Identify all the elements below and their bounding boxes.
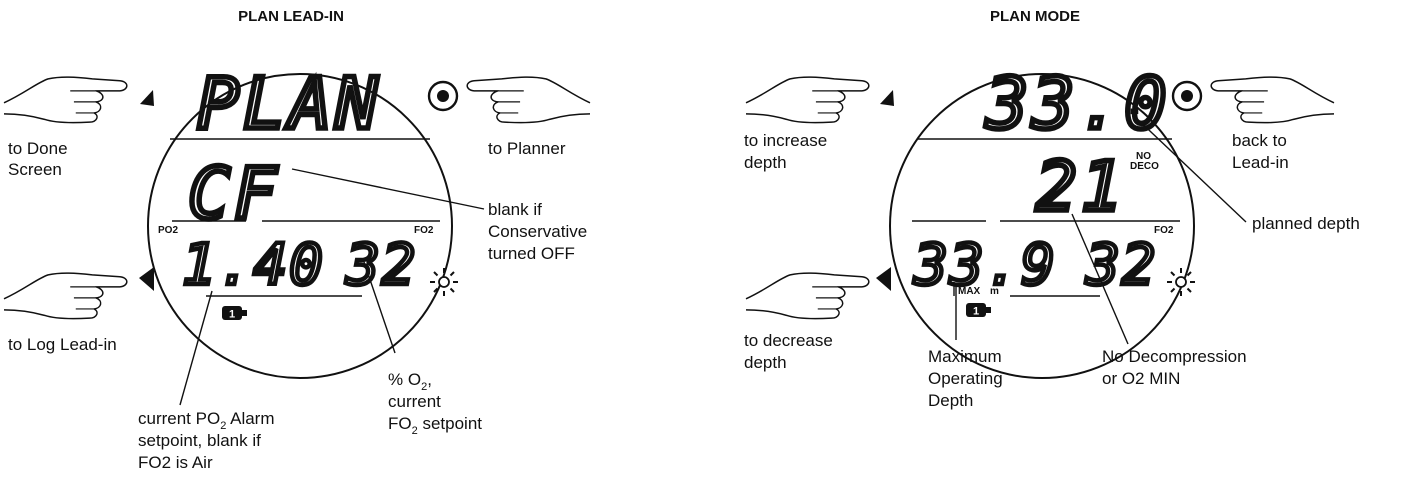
po2-tag: PO2 <box>158 225 178 236</box>
label-to-done-screen-2: Screen <box>8 160 62 179</box>
fo2-value: 32 <box>1085 233 1157 298</box>
planned-depth-unit: m <box>1130 106 1139 117</box>
plan-lead-in-panel: PLAN LEAD-IN PLAN CF PO2 1.40 32 FO2 to … <box>3 8 591 472</box>
callout-po2-3: FO2 is Air <box>138 453 213 472</box>
pointing-hand-icon[interactable] <box>466 76 591 124</box>
callout-po2-1: current PO2 Alarm <box>138 409 275 432</box>
label-to-increase-depth-2: depth <box>744 153 787 172</box>
callout-fo2-3: FO2 setpoint <box>388 414 482 437</box>
callout-mod-2: Operating <box>928 369 1003 388</box>
pointing-hand-icon[interactable] <box>3 272 128 320</box>
fo2-tag: FO2 <box>1154 225 1174 236</box>
plan-mode-title: PLAN MODE <box>990 8 1080 25</box>
plan-lead-in-title: PLAN LEAD-IN <box>238 8 344 25</box>
label-to-done-screen-1: to Done <box>8 139 68 158</box>
sun-light-icon[interactable] <box>429 267 459 297</box>
plan-mode-panel: PLAN MODE 33.0 m 21 NO DECO 33.9 32 FO2 … <box>744 8 1360 410</box>
nodeco-tag-2: DECO <box>1130 161 1159 172</box>
label-to-increase-depth-1: to increase <box>744 131 827 150</box>
callout-fo2-2: current <box>388 392 441 411</box>
mod-value: 33.9 <box>913 233 1057 298</box>
pointing-hand-icon[interactable] <box>1210 76 1335 124</box>
target-button-icon[interactable] <box>1171 80 1203 112</box>
callout-mod-3: Depth <box>928 391 973 410</box>
fo2-value: 32 <box>345 233 417 298</box>
target-button-icon[interactable] <box>427 80 459 112</box>
sun-light-icon[interactable] <box>1166 267 1196 297</box>
triangle-up-icon[interactable] <box>140 90 154 106</box>
callout-mod-1: Maximum <box>928 347 1002 366</box>
callout-fo2-1: % O2, <box>388 370 432 393</box>
max-unit: m <box>990 286 999 297</box>
callout-planned-depth: planned depth <box>1252 214 1360 233</box>
callout-cf-2: Conservative <box>488 222 587 241</box>
leader-po2 <box>179 290 213 406</box>
callout-cf-3: turned OFF <box>488 244 575 263</box>
lcd-plan-text: PLAN <box>197 63 382 145</box>
callout-po2-2: setpoint, blank if <box>138 431 261 450</box>
planned-depth-value: 33.0 <box>985 63 1171 145</box>
triangle-down-icon[interactable] <box>876 267 891 291</box>
leader-nodeco <box>1071 213 1129 345</box>
triangle-up-icon[interactable] <box>880 90 894 106</box>
label-to-log-lead-in: to Log Lead-in <box>8 335 117 354</box>
label-to-decrease-depth-1: to decrease <box>744 331 833 350</box>
label-back-to-lead-in-2: Lead-in <box>1232 153 1289 172</box>
nodeco-value: 21 <box>1036 148 1126 227</box>
pointing-hand-icon[interactable] <box>745 76 870 124</box>
leader-cf <box>291 168 485 210</box>
label-to-planner: to Planner <box>488 139 566 158</box>
po2-value: 1.40 <box>182 233 325 298</box>
lcd-display-ring <box>147 73 453 379</box>
leader-fo2 <box>363 261 396 354</box>
pointing-hand-icon[interactable] <box>3 76 128 124</box>
lcd-cf-text: CF <box>188 153 280 235</box>
callout-nodeco-1: No Decompression <box>1102 347 1247 366</box>
nodeco-tag-1: NO <box>1136 151 1151 162</box>
triangle-down-icon[interactable] <box>139 267 154 291</box>
label-to-decrease-depth-2: depth <box>744 353 787 372</box>
max-tag: MAX <box>958 286 981 297</box>
callout-cf-1: blank if <box>488 200 542 219</box>
lcd-display-ring <box>889 73 1195 379</box>
callout-nodeco-2: or O2 MIN <box>1102 369 1180 388</box>
fo2-tag: FO2 <box>414 225 434 236</box>
pointing-hand-icon[interactable] <box>745 272 870 320</box>
label-back-to-lead-in-1: back to <box>1232 131 1287 150</box>
leader-planned-depth <box>1131 113 1247 223</box>
